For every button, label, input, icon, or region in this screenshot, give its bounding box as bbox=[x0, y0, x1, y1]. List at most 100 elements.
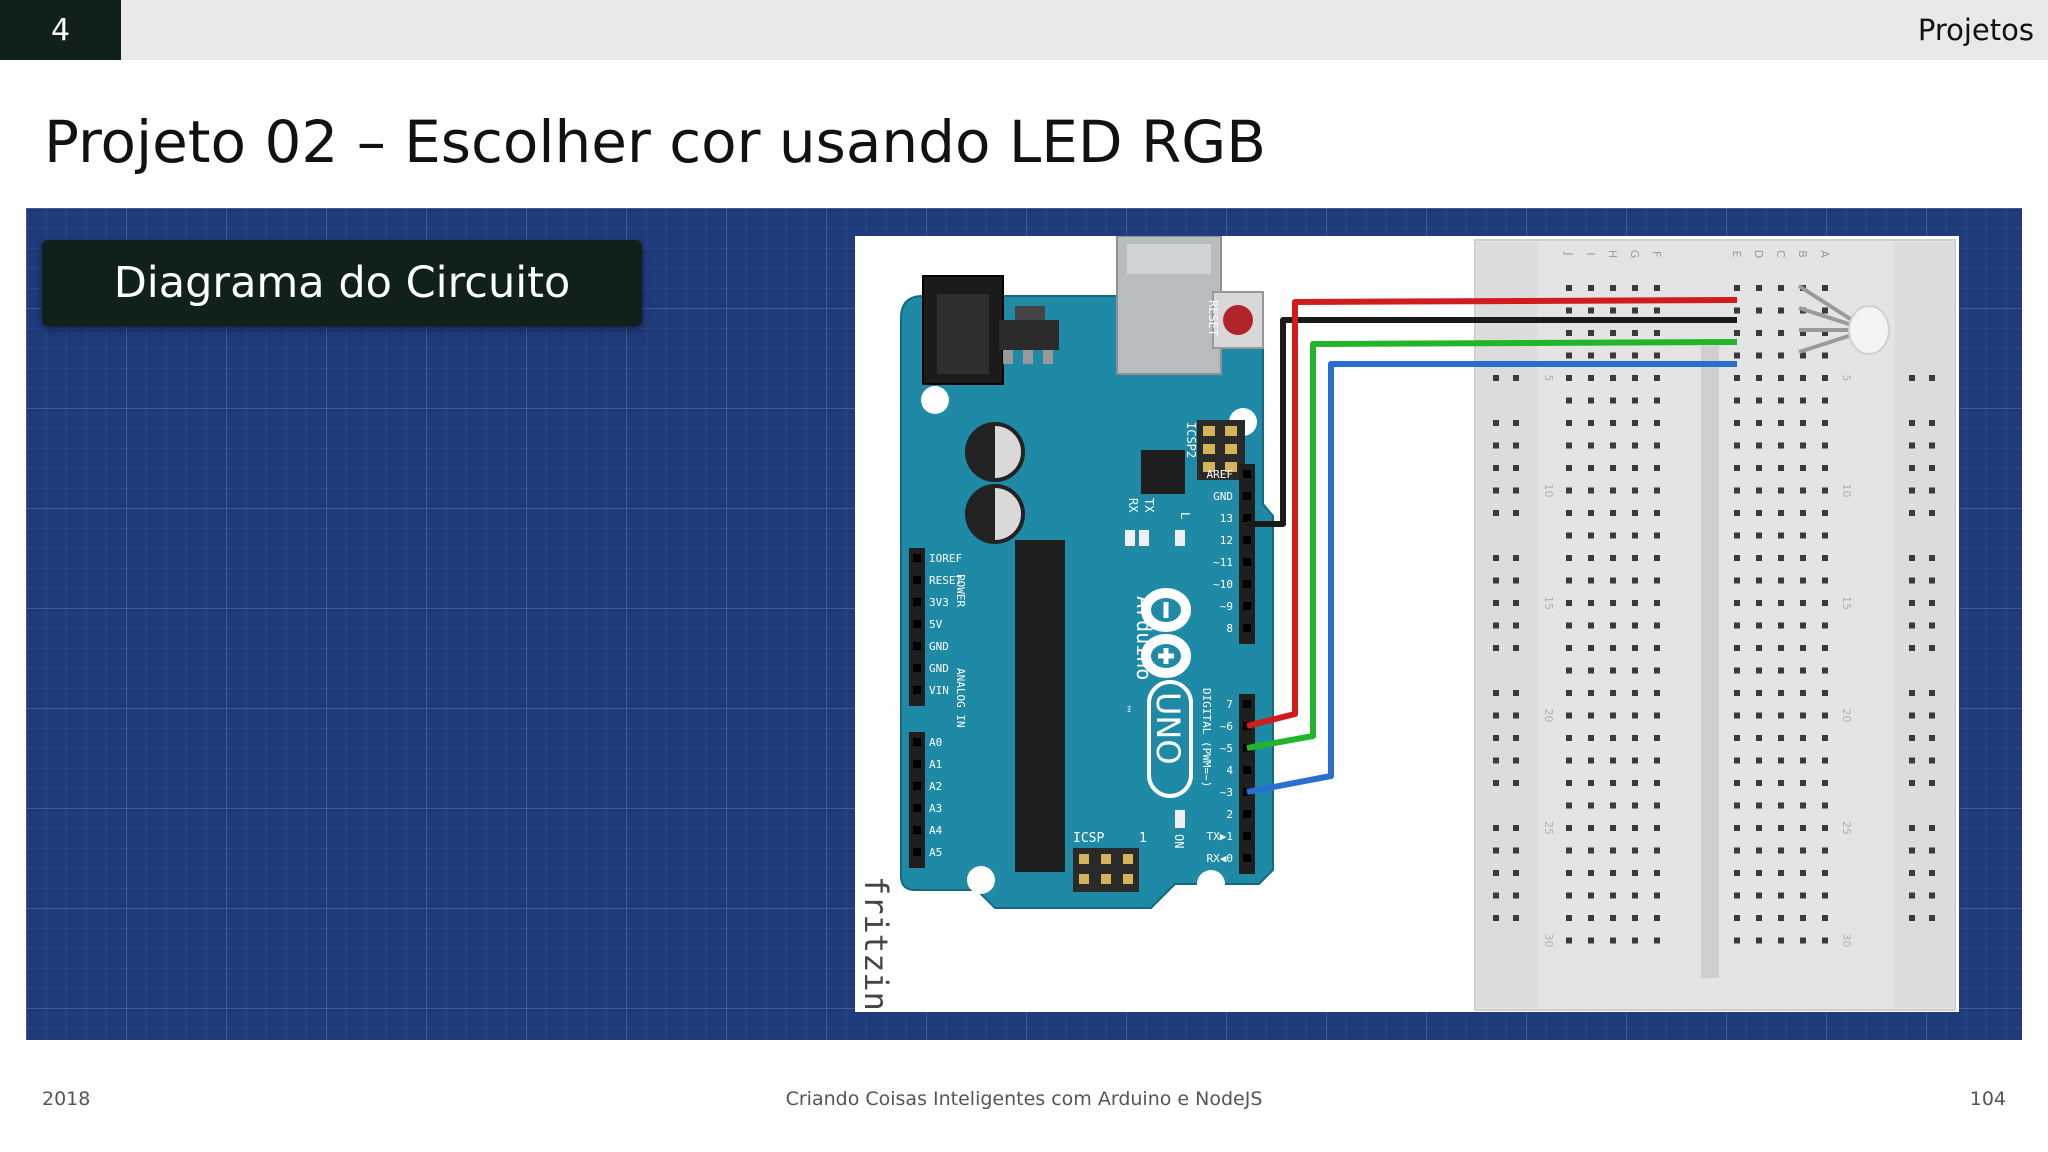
pin-labels: IOREFRESET3V35VGNDGNDVINA0A1A2A3A4A5AREF… bbox=[929, 468, 1233, 865]
breadboard-hole bbox=[1566, 285, 1572, 291]
wire-pin6-red bbox=[1246, 297, 1738, 729]
breadboard-hole bbox=[1734, 937, 1740, 944]
breadboard-hole bbox=[1588, 420, 1594, 426]
breadboard-hole bbox=[1654, 510, 1660, 516]
breadboard-hole bbox=[1778, 330, 1784, 336]
mount-hole-3 bbox=[967, 866, 995, 894]
power-rail-right bbox=[1895, 242, 1953, 1008]
breadboard-row-label: 20 bbox=[1840, 709, 1853, 723]
breadboard-hole bbox=[1778, 442, 1784, 449]
digital-top-pin bbox=[1243, 536, 1251, 544]
breadboard-hole bbox=[1566, 735, 1572, 741]
breadboard-hole bbox=[1632, 577, 1638, 584]
breadboard-hole bbox=[1734, 330, 1740, 336]
rail-hole bbox=[1513, 487, 1519, 494]
rail-hole bbox=[1513, 870, 1519, 876]
breadboard-hole bbox=[1632, 847, 1638, 854]
l-label: L bbox=[1178, 512, 1192, 519]
breadboard-hole bbox=[1756, 937, 1762, 944]
breadboard-hole bbox=[1654, 825, 1660, 831]
digital-top-pin bbox=[1243, 470, 1251, 478]
analog-pin-label: A3 bbox=[929, 802, 942, 815]
analog-pin-label: A0 bbox=[929, 736, 942, 749]
breadboard-hole bbox=[1822, 712, 1828, 719]
breadboard-hole bbox=[1588, 487, 1594, 494]
wire-pin3-blue bbox=[1246, 361, 1737, 795]
breadboard-hole bbox=[1734, 487, 1740, 494]
breadboard-hole bbox=[1734, 465, 1740, 471]
analog-pin bbox=[913, 826, 921, 834]
breadboard-hole bbox=[1632, 307, 1638, 314]
breadboard-hole bbox=[1588, 555, 1594, 561]
breadboard-hole bbox=[1800, 330, 1806, 336]
microcontroller-chip bbox=[1015, 540, 1065, 872]
breadboard-hole bbox=[1632, 420, 1638, 426]
breadboard-hole bbox=[1654, 780, 1660, 786]
digital-label: DIGITAL (PWM=~) bbox=[1200, 688, 1213, 787]
breadboard-hole bbox=[1778, 712, 1784, 719]
breadboard-hole bbox=[1566, 555, 1572, 561]
rail-hole bbox=[1513, 915, 1519, 921]
board-tm: ™ bbox=[1120, 704, 1131, 714]
rail-hole bbox=[1493, 780, 1499, 786]
breadboard-hole bbox=[1610, 847, 1616, 854]
rail-hole bbox=[1493, 915, 1499, 921]
breadboard-row-label: 15 bbox=[1840, 596, 1853, 610]
breadboard-hole bbox=[1822, 375, 1828, 381]
breadboard-hole bbox=[1778, 667, 1784, 674]
breadboard-hole bbox=[1756, 690, 1762, 696]
breadboard-hole bbox=[1654, 420, 1660, 426]
chapter-number: 4 bbox=[0, 0, 121, 60]
analog-header bbox=[909, 732, 925, 868]
breadboard-hole bbox=[1778, 510, 1784, 516]
rail-hole bbox=[1929, 847, 1935, 854]
breadboard-hole bbox=[1778, 577, 1784, 584]
breadboard-hole bbox=[1734, 600, 1740, 606]
analog-pin-label: A5 bbox=[929, 846, 942, 859]
breadboard-hole bbox=[1610, 465, 1616, 471]
breadboard-hole bbox=[1778, 600, 1784, 606]
breadboard-hole bbox=[1588, 735, 1594, 741]
digital-top-pin-label: 12 bbox=[1220, 534, 1233, 547]
breadboard-hole bbox=[1632, 285, 1638, 291]
breadboard-hole bbox=[1654, 352, 1660, 359]
digital-top-pin-label: GND bbox=[1213, 490, 1233, 503]
breadboard-hole bbox=[1632, 735, 1638, 741]
rail-hole bbox=[1929, 712, 1935, 719]
breadboard-hole bbox=[1778, 802, 1784, 809]
digital-top-pin-label: 13 bbox=[1220, 512, 1233, 525]
breadboard-hole bbox=[1734, 577, 1740, 584]
icsp-label: ICSP bbox=[1073, 831, 1104, 846]
digital-bottom-pin-label: 7 bbox=[1226, 698, 1233, 711]
breadboard-hole bbox=[1566, 780, 1572, 786]
breadboard-hole bbox=[1654, 690, 1660, 696]
breadboard-hole bbox=[1654, 622, 1660, 629]
rail-hole bbox=[1909, 375, 1915, 381]
l-led bbox=[1175, 530, 1185, 546]
breadboard-hole bbox=[1632, 802, 1638, 809]
rail-hole bbox=[1493, 757, 1499, 764]
breadboard-hole bbox=[1822, 780, 1828, 786]
breadboard-hole bbox=[1588, 937, 1594, 944]
breadboard-hole bbox=[1610, 645, 1616, 651]
rail-hole bbox=[1909, 757, 1915, 764]
breadboard-hole bbox=[1566, 937, 1572, 944]
breadboard-hole bbox=[1800, 712, 1806, 719]
breadboard-hole bbox=[1654, 802, 1660, 809]
breadboard-hole bbox=[1566, 802, 1572, 809]
breadboard-hole bbox=[1632, 690, 1638, 696]
breadboard-hole bbox=[1756, 555, 1762, 561]
breadboard-hole bbox=[1610, 825, 1616, 831]
breadboard-hole bbox=[1734, 915, 1740, 921]
rail-hole bbox=[1513, 622, 1519, 629]
breadboard-hole bbox=[1632, 757, 1638, 764]
breadboard-hole bbox=[1778, 307, 1784, 314]
breadboard-column-label: A bbox=[1818, 250, 1831, 258]
breadboard-hole bbox=[1800, 487, 1806, 494]
breadboard-hole bbox=[1778, 465, 1784, 471]
breadboard-hole bbox=[1800, 690, 1806, 696]
breadboard-hole bbox=[1588, 780, 1594, 786]
breadboard-hole bbox=[1632, 915, 1638, 921]
rail-hole bbox=[1513, 510, 1519, 516]
breadboard-hole bbox=[1778, 375, 1784, 381]
